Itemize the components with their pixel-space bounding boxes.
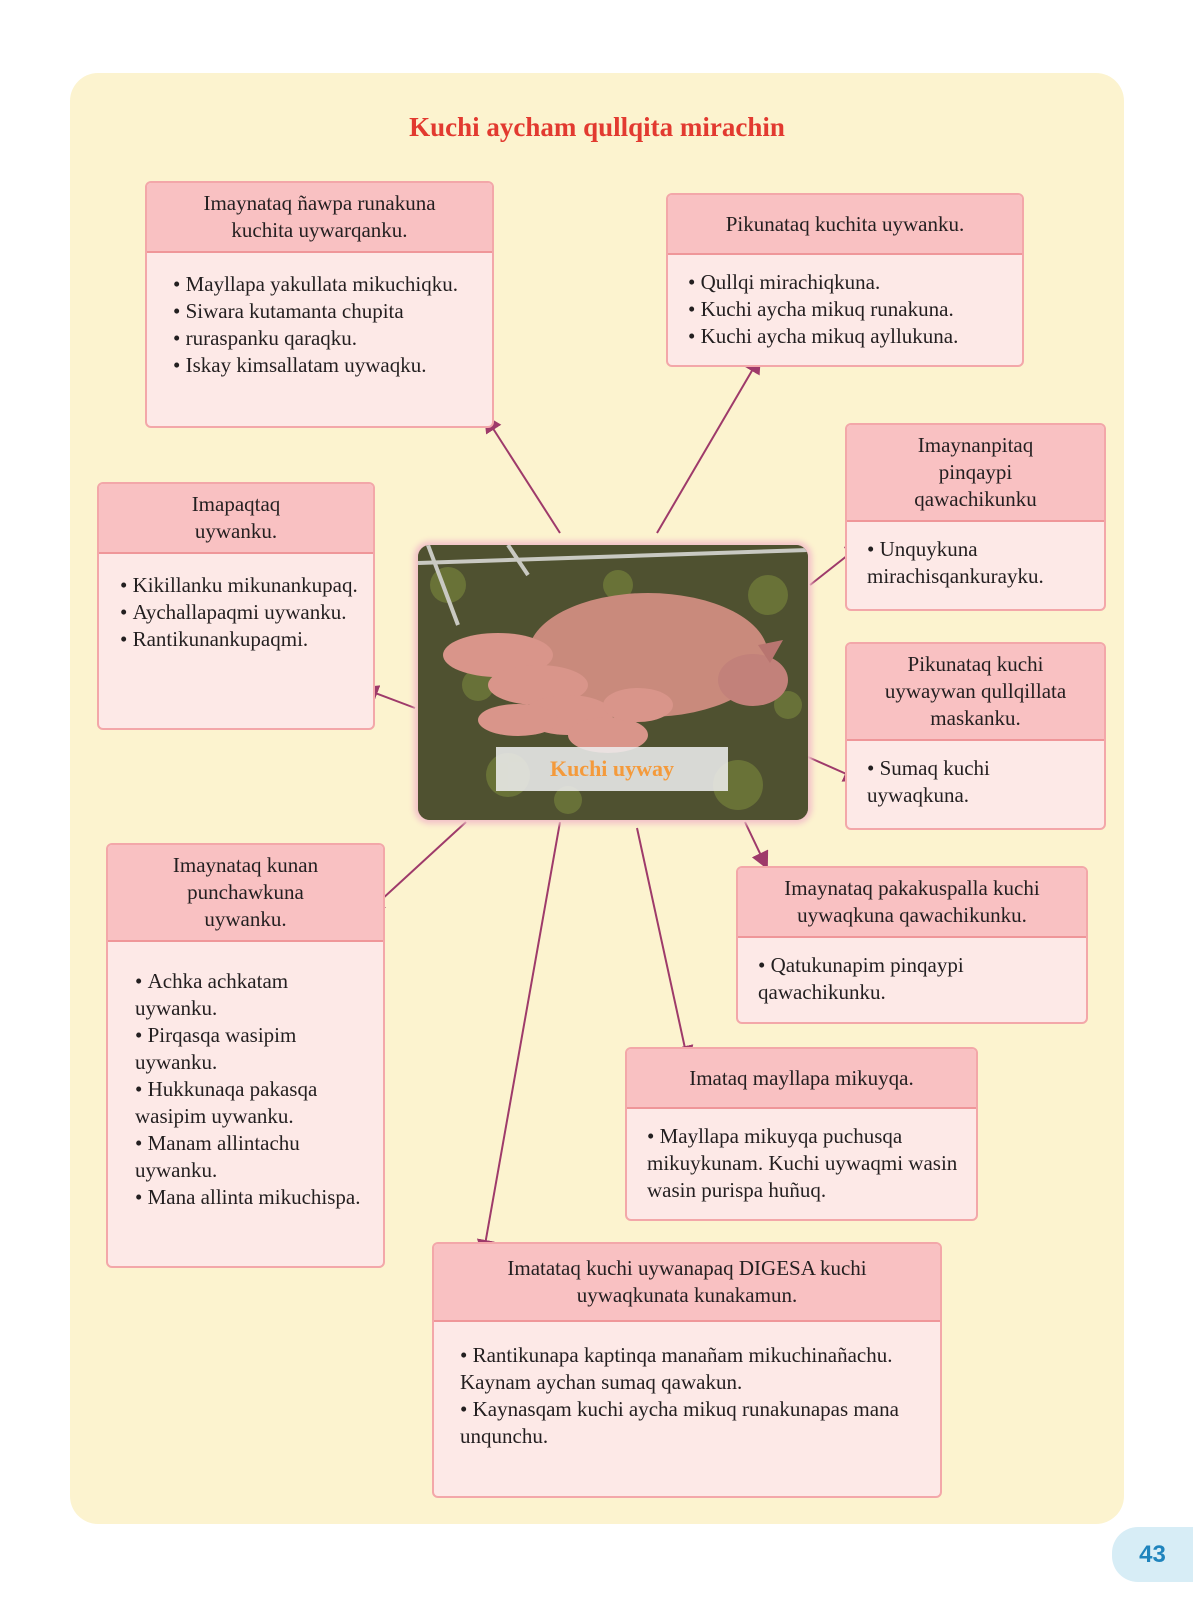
list-item: Manam allintachu uywanku. bbox=[135, 1130, 369, 1184]
node-list: Qatukunapim pinqaypi qawachikunku. bbox=[738, 938, 1086, 1006]
arrow-to-n7 bbox=[744, 821, 769, 870]
list-item: Iskay kimsallatam uywaqku. bbox=[173, 352, 478, 379]
arrow-to-n9 bbox=[476, 821, 561, 1258]
node-list: Sumaq kuchi uywaqkuna. bbox=[847, 741, 1104, 809]
node-card-purpose: Imapaqtaq uywanku. Kikillanku mikunankup… bbox=[97, 482, 375, 730]
node-heading: Imataq mayllapa mikuyqa. bbox=[627, 1049, 976, 1109]
list-item: Rantikunankupaqmi. bbox=[120, 626, 361, 653]
list-item: Hukkunaqa pakasqa wasipim uywanku. bbox=[135, 1076, 369, 1130]
list-item: Achka achkatam uywanku. bbox=[135, 968, 369, 1022]
node-list: Rantikunapa kaptinqa manañam mikuchinaña… bbox=[434, 1322, 940, 1450]
node-card-who-raises: Pikunataq kuchita uywanku. Qullqi mirach… bbox=[666, 193, 1024, 367]
center-label: Kuchi uyway bbox=[496, 747, 728, 791]
page-number: 43 bbox=[1112, 1527, 1193, 1582]
node-card-today: Imaynataq kunan punchawkuna uywanku. Ach… bbox=[106, 843, 385, 1268]
node-card-ancestors: Imaynataq ñawpa runakuna kuchita uywarqa… bbox=[145, 181, 494, 428]
node-heading: Pikunataq kuchita uywanku. bbox=[668, 195, 1022, 255]
arrow-to-n1 bbox=[484, 414, 561, 534]
node-list: Qullqi mirachiqkuna. Kuchi aycha mikuq r… bbox=[668, 255, 1022, 350]
list-item: Pirqasqa wasipim uywanku. bbox=[135, 1022, 369, 1076]
list-item: Mayllapa yakullata mikuchiqku. bbox=[173, 271, 478, 298]
node-card-digesa: Imatataq kuchi uywanapaq DIGESA kuchi uy… bbox=[432, 1242, 942, 1498]
node-card-garbage-food: Imataq mayllapa mikuyqa. Mayllapa mikuyq… bbox=[625, 1047, 978, 1221]
list-item: Kuchi aycha mikuq ayllukuna. bbox=[688, 323, 1012, 350]
node-list: Mayllapa yakullata mikuchiqku. Siwara ku… bbox=[147, 253, 492, 379]
list-item: Unquykuna mirachisqankurayku. bbox=[867, 536, 1094, 590]
list-item: Kaynasqam kuchi aycha mikuq runakunapas … bbox=[460, 1396, 924, 1450]
list-item: Rantikunapa kaptinqa manañam mikuchinaña… bbox=[460, 1342, 924, 1396]
list-item: Siwara kutamanta chupita bbox=[173, 298, 478, 325]
list-item: Qullqi mirachiqkuna. bbox=[688, 269, 1012, 296]
list-item: Kuchi aycha mikuq runakuna. bbox=[688, 296, 1012, 323]
node-card-shame-reason: Imaynanpitaq pinqaypi qawachikunku Unquy… bbox=[845, 423, 1106, 611]
node-heading: Pikunataq kuchi uywaywan qullqillata mas… bbox=[847, 644, 1104, 741]
list-item: Sumaq kuchi uywaqkuna. bbox=[867, 755, 1094, 809]
node-heading: Imapaqtaq uywanku. bbox=[99, 484, 373, 554]
node-list: Unquykuna mirachisqankurayku. bbox=[847, 522, 1104, 590]
node-heading: Imatataq kuchi uywanapaq DIGESA kuchi uy… bbox=[434, 1244, 940, 1322]
node-heading: Imaynataq kunan punchawkuna uywanku. bbox=[108, 845, 383, 942]
node-list: Mayllapa mikuyqa puchusqa mikuykunam. Ku… bbox=[627, 1109, 976, 1204]
list-item: Mana allinta mikuchispa. bbox=[135, 1184, 369, 1211]
node-list: Kikillanku mikunankupaq. Aychallapaqmi u… bbox=[99, 554, 373, 653]
node-heading: Imaynataq ñawpa runakuna kuchita uywarqa… bbox=[147, 183, 492, 253]
node-card-hidden-raisers: Imaynataq pakakuspalla kuchi uywaqkuna q… bbox=[736, 866, 1088, 1024]
list-item: ruraspanku qaraqku. bbox=[173, 325, 478, 352]
arrow-to-n8 bbox=[636, 827, 694, 1064]
list-item: Qatukunapim pinqaypi qawachikunku. bbox=[758, 952, 1074, 1006]
node-list: Achka achkatam uywanku. Pirqasqa wasipim… bbox=[108, 942, 383, 1211]
arrow-to-n2 bbox=[656, 355, 761, 534]
node-heading: Imaynanpitaq pinqaypi qawachikunku bbox=[847, 425, 1104, 522]
list-item: Aychallapaqmi uywanku. bbox=[120, 599, 361, 626]
list-item: Mayllapa mikuyqa puchusqa mikuykunam. Ku… bbox=[647, 1123, 962, 1204]
diagram-title: Kuchi aycham qullqita mirachin bbox=[409, 112, 785, 142]
list-item: Kikillanku mikunankupaq. bbox=[120, 572, 361, 599]
node-card-profit-seekers: Pikunataq kuchi uywaywan qullqillata mas… bbox=[845, 642, 1106, 830]
node-heading: Imaynataq pakakuspalla kuchi uywaqkuna q… bbox=[738, 868, 1086, 938]
